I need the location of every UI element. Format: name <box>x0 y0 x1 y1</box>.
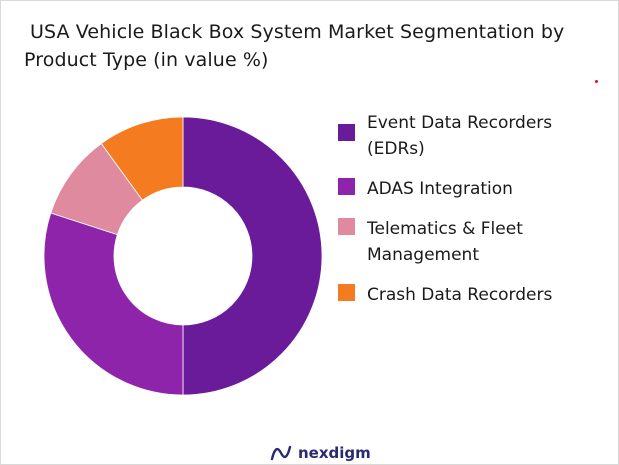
legend-label-adas: ADAS Integration <box>367 176 597 202</box>
legend-label-crash-line-1: Crash Data Recorders <box>367 285 553 305</box>
donut-slice-adas <box>43 212 184 396</box>
nexdigm-logo-icon <box>270 445 292 461</box>
legend-swatch-telematics <box>338 218 355 235</box>
legend-label-crash: Crash Data Recorders <box>367 282 597 308</box>
legend-label-edr: Event Data Recorders (EDRs) <box>367 110 597 162</box>
brand-logo: nexdigm <box>270 444 371 462</box>
legend-swatch-adas <box>338 178 355 195</box>
legend-swatch-edr <box>338 124 355 141</box>
chart-title: USA Vehicle Black Box System Market Segm… <box>24 18 614 74</box>
legend-label-edr-line-2: (EDRs) <box>367 139 425 159</box>
legend-item-crash: Crash Data Recorders <box>338 282 608 308</box>
decorative-dot <box>595 80 598 83</box>
legend-label-telematics-line-1: Telematics & Fleet <box>367 219 523 239</box>
legend-swatch-crash <box>338 284 355 301</box>
legend-label-telematics-line-2: Management <box>367 245 479 265</box>
legend-label-adas-line-1: ADAS Integration <box>367 179 513 199</box>
chart-title-line-2: Product Type (in value %) <box>24 49 269 71</box>
donut-slice-crash <box>100 116 184 201</box>
donut-slice-edr <box>182 116 323 396</box>
brand-name: nexdigm <box>298 444 371 462</box>
legend-label-telematics: Telematics & Fleet Management <box>367 216 597 268</box>
legend-item-telematics: Telematics & Fleet Management <box>338 216 608 268</box>
legend-label-edr-line-1: Event Data Recorders <box>367 113 553 133</box>
legend-item-adas: ADAS Integration <box>338 176 608 202</box>
chart-title-line-1: USA Vehicle Black Box System Market Segm… <box>30 21 565 43</box>
chart-legend: Event Data Recorders (EDRs) ADAS Integra… <box>338 110 608 322</box>
legend-item-edr: Event Data Recorders (EDRs) <box>338 110 608 162</box>
